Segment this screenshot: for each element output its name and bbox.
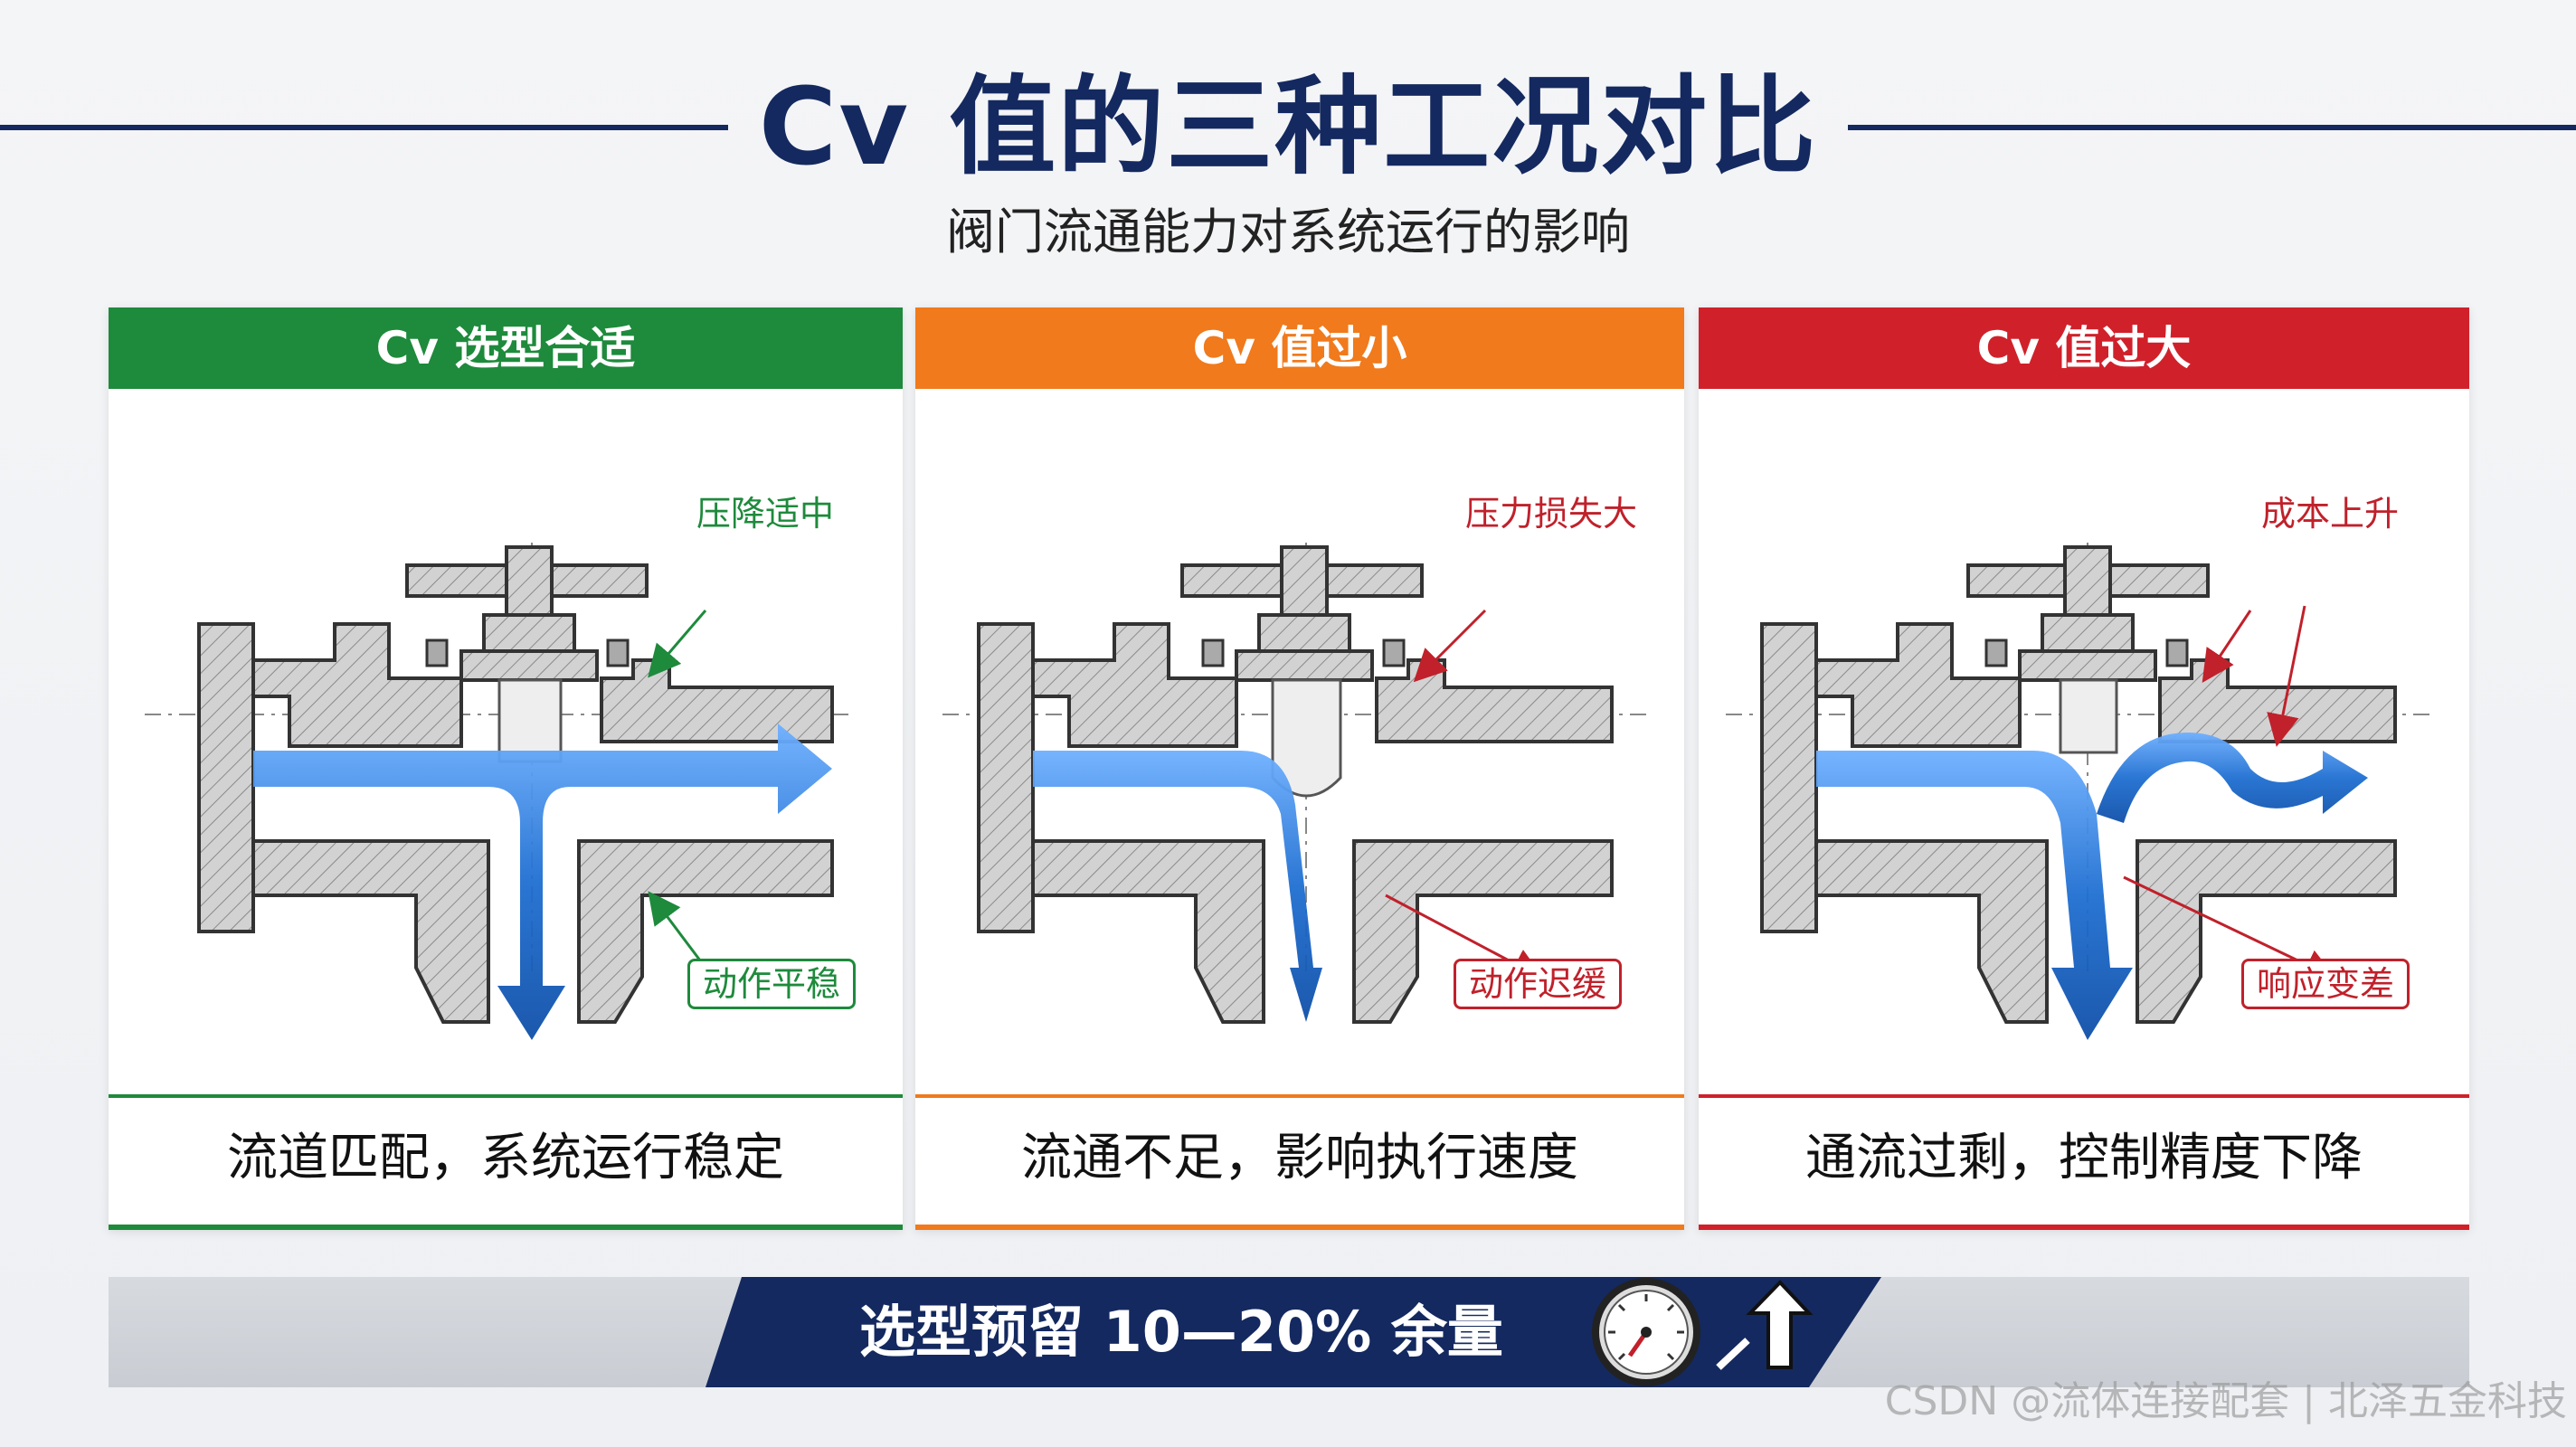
bolt <box>2165 638 2189 667</box>
bonnet-flange <box>2018 649 2157 682</box>
valve-body-left-lower <box>1814 839 2049 1024</box>
pressure-gauge-icon <box>1592 1278 1700 1386</box>
callout-line <box>1413 609 1487 683</box>
flow-arrow-turbulent <box>2097 733 2368 823</box>
panel-cv-too-large: Cv 值过大 成本上升 响应变差 通流过剩，控制精度下降 <box>1699 307 2469 1230</box>
packing-nut <box>482 613 576 655</box>
banner-text: 选型预留 10—20% 余量 <box>859 1299 1503 1365</box>
callout-pressure-loss: 压力损失大 <box>1465 494 1638 534</box>
arrow-up-icon <box>1716 1280 1814 1370</box>
valve-diagram-proper <box>145 543 850 1040</box>
panel-summary: 通流过剩，控制精度下降 <box>1699 1094 2469 1230</box>
panel-summary: 流道匹配，系统运行稳定 <box>109 1094 903 1230</box>
bolt <box>1382 638 1406 667</box>
callout-pressure-drop: 压降适中 <box>696 494 835 534</box>
callout-line <box>648 891 707 969</box>
valve-body-right-lower <box>1352 839 1614 1024</box>
inlet-flange <box>977 622 1035 933</box>
valve-body-right-lower <box>2136 839 2397 1024</box>
valve-body-right-upper <box>1375 658 1614 743</box>
panel-header: Cv 选型合适 <box>109 307 903 389</box>
valve-body-right-upper <box>2158 658 2397 743</box>
callout-line <box>2267 605 2306 747</box>
packing-nut <box>2041 613 2135 655</box>
bonnet-flange <box>459 649 599 682</box>
flow-arrow <box>1033 751 1322 1022</box>
flow-arrow-down <box>1816 751 2133 1040</box>
flow-arrow <box>253 724 832 1040</box>
valve-body-right-upper <box>600 658 834 743</box>
callout-line <box>648 610 707 678</box>
bonnet-flange <box>1235 649 1374 682</box>
page-title: Cv 值的三种工况对比 <box>758 64 1818 189</box>
callout-action: 动作平稳 <box>687 959 857 1009</box>
callout-line <box>2202 610 2252 683</box>
title-area: Cv 值的三种工况对比 <box>0 54 2576 199</box>
title-rule-left <box>0 125 728 130</box>
watermark: CSDN @流体连接配套 | 北泽五金科技 <box>1884 1378 2567 1424</box>
page-subtitle: 阀门流通能力对系统运行的影响 <box>946 203 1630 260</box>
callout-response: 响应变差 <box>2241 959 2410 1009</box>
panel-cv-too-small: Cv 值过小 压力损失大 动作迟缓 流通不足，影响执行速度 <box>915 307 1684 1230</box>
plug <box>2059 678 2118 754</box>
panel-header: Cv 值过小 <box>915 307 1684 389</box>
panel-cv-proper: Cv 选型合适 压降适中 动作平稳 流道匹配，系统运行稳定 <box>109 307 903 1230</box>
recommendation-banner <box>706 1277 1881 1387</box>
bolt <box>1201 638 1225 667</box>
valve-body-left-lower <box>1031 839 1265 1024</box>
panel-header: Cv 值过大 <box>1699 307 2469 389</box>
plug <box>497 678 563 763</box>
valve-diagram-small <box>942 543 1648 1024</box>
inlet-flange <box>1760 622 1818 933</box>
banner-dark-band <box>706 1277 1881 1387</box>
valve-body-left-lower <box>251 839 490 1024</box>
bolt <box>1984 638 2008 667</box>
valve-diagram-large <box>1726 543 2431 1040</box>
callout-cost: 成本上升 <box>2261 494 2400 534</box>
panel-summary: 流通不足，影响执行速度 <box>915 1094 1684 1230</box>
bolt <box>606 638 630 667</box>
callout-action: 动作迟缓 <box>1454 959 1623 1009</box>
title-rule-right <box>1848 125 2576 130</box>
inlet-flange <box>197 622 255 933</box>
valve-body-right-lower <box>577 839 834 1024</box>
packing-nut <box>1257 613 1351 655</box>
bolt <box>425 638 449 667</box>
